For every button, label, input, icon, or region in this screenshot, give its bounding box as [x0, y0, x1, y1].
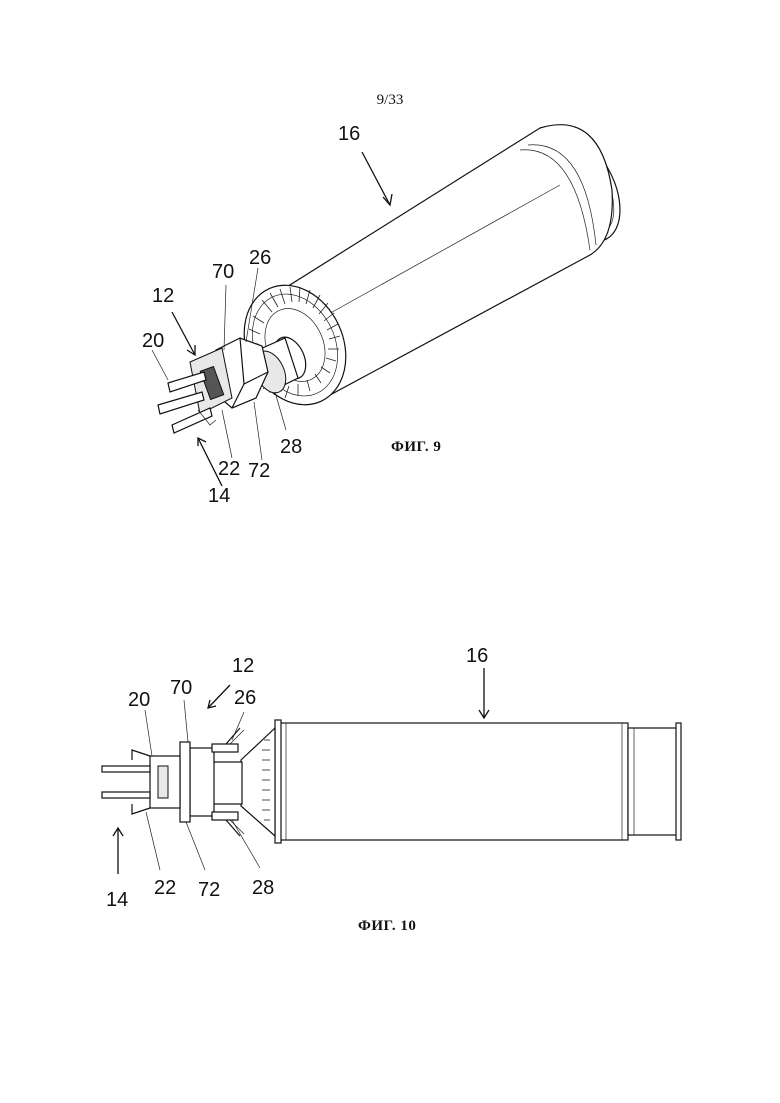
fig10-label-26: 26: [234, 687, 256, 709]
fig9-label-70: 70: [212, 261, 234, 283]
fig10-label-20: 20: [128, 689, 150, 711]
fig10-label-12: 12: [232, 655, 254, 677]
fig9-label-72: 72: [248, 460, 270, 482]
fig10-label-70: 70: [170, 677, 192, 699]
fig9-label-26: 26: [249, 247, 271, 269]
fig10-label-28: 28: [252, 877, 274, 899]
fig10-label-14: 14: [106, 889, 128, 911]
fig9-label-28: 28: [280, 436, 302, 458]
fig10-cylinder: [275, 720, 681, 843]
fig10-leaders: [113, 668, 489, 874]
fig9-label-22: 22: [218, 458, 240, 480]
fig10-cone: [241, 728, 275, 836]
fig9-label-12: 12: [152, 285, 174, 307]
fig9-label-14: 14: [208, 485, 230, 507]
fig10-connector: [102, 750, 180, 814]
fig9-connector: [158, 348, 232, 433]
fig10-label-22: 22: [154, 877, 176, 899]
fig10-label-16: 16: [466, 645, 488, 667]
fig10-collar: [190, 728, 244, 836]
fig10-neck: [212, 762, 242, 804]
fig9-label-16: 16: [338, 123, 360, 145]
fig9-label-20: 20: [142, 330, 164, 352]
figure-10-caption: ФИГ. 10: [358, 918, 416, 935]
fig10-flange: [180, 742, 190, 822]
fig10-label-72: 72: [198, 879, 220, 901]
figure-9-drawing: 16 70 26 12 20 28 22 72 14: [0, 0, 780, 520]
figure-9-caption: ФИГ. 9: [391, 439, 441, 456]
